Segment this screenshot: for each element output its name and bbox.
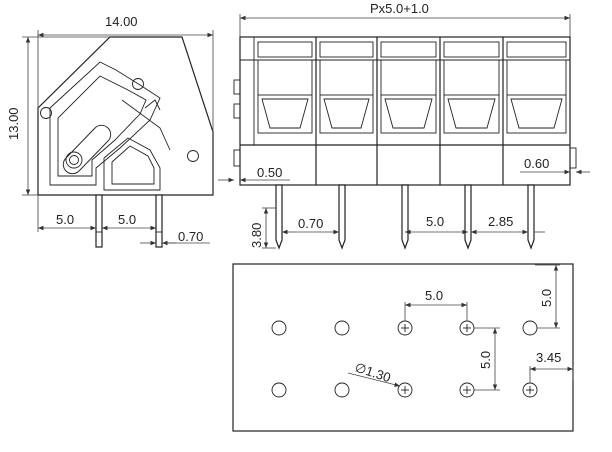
dim-front-width: Px5.0+1.0 — [370, 1, 429, 16]
dim-pcb-row-pitch: 5.0 — [478, 351, 493, 369]
dim-pitch-left-b: 5.0 — [118, 212, 136, 227]
dim-pcb-pitch-h: 5.0 — [425, 288, 443, 303]
side-view — [37, 36, 214, 248]
dim-pin-width-front: 0.70 — [298, 216, 323, 231]
pcb-hole — [397, 382, 413, 398]
dim-pcb-edge: 3.45 — [536, 350, 561, 365]
side-dimensions: 14.00 13.00 5.0 5.0 0.70 — [6, 14, 214, 246]
dim-pitch-left-a: 5.0 — [56, 212, 74, 227]
dim-pin-width-side: 0.70 — [178, 229, 203, 244]
front-dimensions: Px5.0+1.0 0.50 0.60 3.80 0.70 5.0 2.85 — [218, 1, 590, 249]
pcb-hole — [334, 382, 350, 398]
pcb-hole — [334, 320, 350, 336]
dim-side-width: 14.00 — [105, 14, 138, 29]
dim-front-offset: 0.50 — [257, 165, 282, 180]
dim-pin-length: 3.80 — [249, 223, 264, 248]
dim-front-offset-right: 0.60 — [524, 156, 549, 171]
pcb-hole — [522, 320, 538, 336]
pcb-hole — [271, 382, 287, 398]
pcb-hole — [271, 320, 287, 336]
dim-side-height: 13.00 — [6, 107, 21, 140]
front-view — [233, 36, 577, 250]
dim-hole-diameter: ∅1.30 — [353, 360, 392, 386]
dim-pin-spacing-front: 2.85 — [488, 214, 513, 229]
pcb-layout — [232, 263, 574, 432]
dim-pcb-pitch-v-right: 5.0 — [539, 289, 554, 307]
pcb-dimensions: 5.0 5.0 5.0 3.45 ∅1.30 — [347, 264, 574, 391]
dim-pitch-front: 5.0 — [426, 214, 444, 229]
